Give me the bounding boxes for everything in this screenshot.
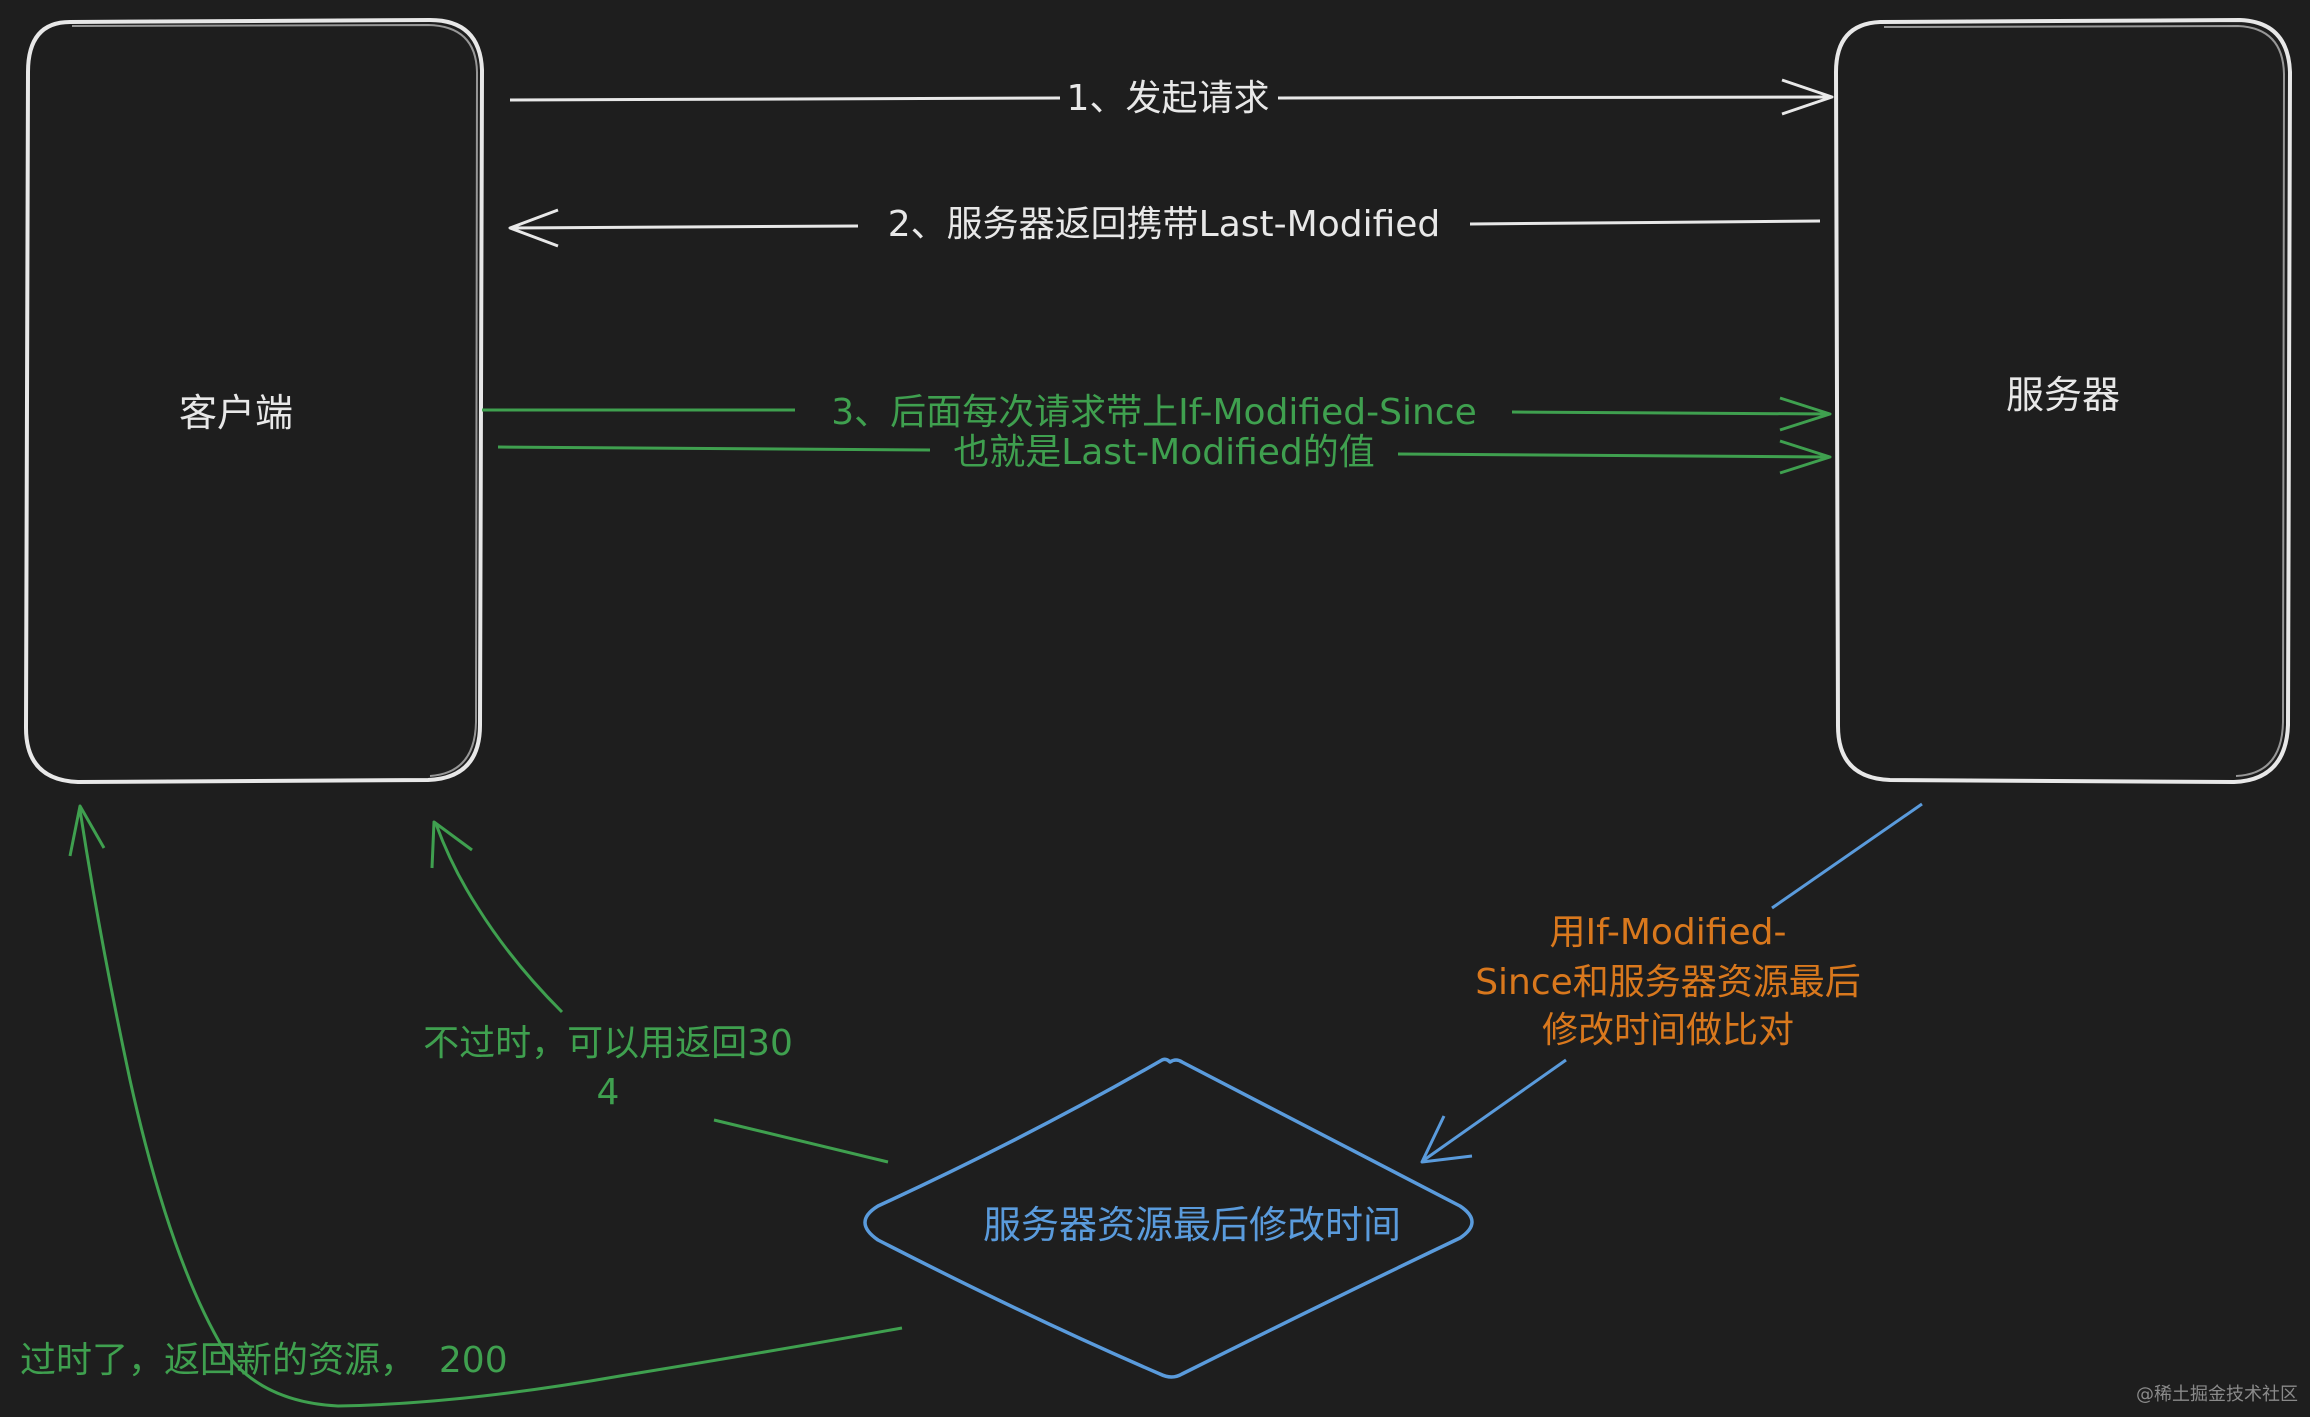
conditional-label-line1: 3、后面每次请求带上If-Modified-Since bbox=[831, 392, 1476, 433]
arrowhead-left-icon bbox=[508, 208, 559, 248]
compare-label-line3: 修改时间做比对 bbox=[1542, 1010, 1794, 1051]
not-modified-label-line1: 不过时，可以用返回30 bbox=[423, 1023, 793, 1064]
watermark: @稀土掘金技术社区 bbox=[2136, 1384, 2298, 1405]
conditional-request-arrow: 3、后面每次请求带上If-Modified-Since 也就是Last-Modi… bbox=[482, 392, 1832, 475]
not-modified-arrow: 不过时，可以用返回30 4 bbox=[423, 820, 889, 1164]
response-arrow: 2、服务器返回携带Last-Modified bbox=[508, 204, 1821, 248]
request-arrow: 1、发起请求 bbox=[509, 78, 1834, 119]
client-node[interactable]: 客户端 bbox=[24, 18, 484, 784]
compare-label-line2: Since和服务器资源最后 bbox=[1475, 962, 1861, 1003]
modified-arrow: 过时了，返回新的资源， 200 bbox=[20, 804, 903, 1408]
arrowhead-up-icon bbox=[68, 804, 106, 857]
client-label: 客户端 bbox=[179, 391, 293, 435]
not-modified-label-line2: 4 bbox=[597, 1072, 620, 1113]
modified-label: 过时了，返回新的资源， 200 bbox=[20, 1340, 508, 1381]
server-node[interactable]: 服务器 bbox=[1834, 18, 2292, 784]
arrowhead-right-icon bbox=[1779, 439, 1832, 475]
arrowhead-up-icon bbox=[430, 820, 473, 869]
arrowhead-right-icon bbox=[1779, 396, 1832, 432]
arrowhead-down-left-icon bbox=[1420, 1115, 1473, 1164]
response-label: 2、服务器返回携带Last-Modified bbox=[888, 204, 1441, 245]
decision-label: 服务器资源最后修改时间 bbox=[983, 1203, 1401, 1247]
arrowhead-right-icon bbox=[1781, 78, 1834, 116]
compare-arrow: 用If-Modified- Since和服务器资源最后 修改时间做比对 bbox=[1420, 802, 1923, 1164]
decision-node[interactable]: 服务器资源最后修改时间 bbox=[863, 1057, 1474, 1379]
conditional-label-line2: 也就是Last-Modified的值 bbox=[953, 432, 1375, 473]
request-label: 1、发起请求 bbox=[1067, 78, 1270, 119]
server-label: 服务器 bbox=[2006, 373, 2120, 417]
compare-label-line1: 用If-Modified- bbox=[1550, 912, 1787, 953]
